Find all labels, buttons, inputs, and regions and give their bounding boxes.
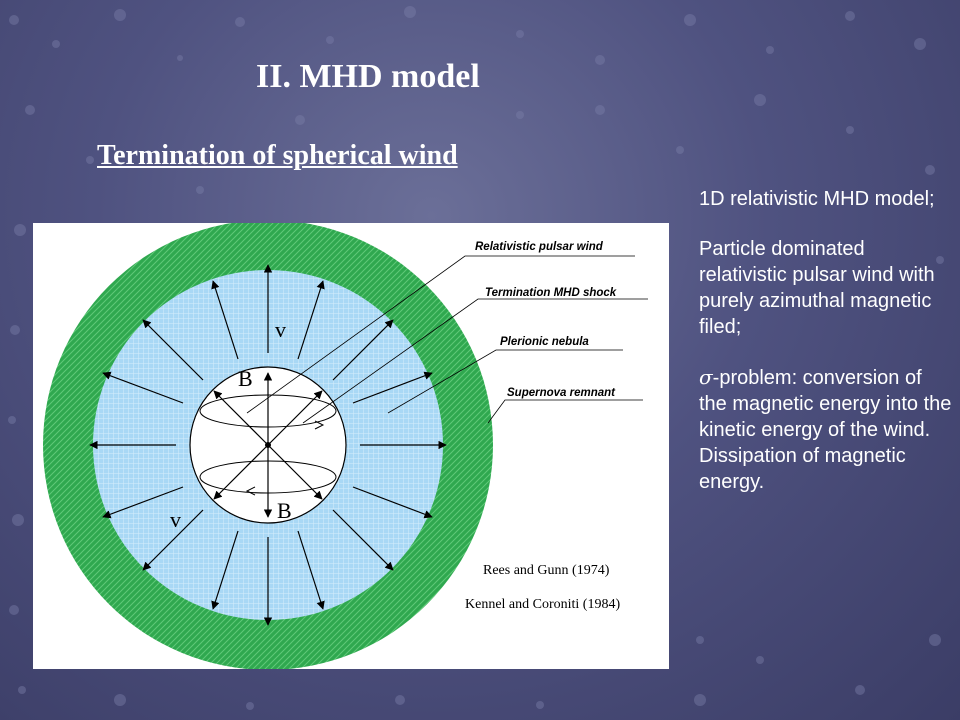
note-sigma-problem: σ-problem: conversion of the magnetic en… [699,364,954,495]
label-plerionic-nebula: Plerionic nebula [500,336,589,348]
sigma-symbol: σ [699,365,713,389]
pulsar-core [265,442,271,448]
label-relativistic-pulsar-wind: Relativistic pulsar wind [475,241,604,253]
inner-wind-arrows [213,372,323,518]
note-model: 1D relativistic MHD model; [699,188,935,210]
note-wind: Particle dominated relativistic pulsar w… [699,238,935,338]
slide-title: II. MHD model [256,58,480,95]
field-loop-arrows [245,420,325,496]
field-label-top: B [238,366,253,391]
outer-flow-arrows [89,264,447,626]
label-leader-lines [246,255,648,424]
reference-rees-gunn: Rees and Gunn (1974) [483,563,610,578]
note-sigma-text: -problem: conversion of the magnetic ene… [699,367,952,493]
field-label-bottom: B [277,498,292,523]
notes-panel: 1D relativistic MHD model; Particle domi… [699,186,954,495]
label-termination-mhd-shock: Termination MHD shock [485,287,617,299]
pulsar-wind-diagram: v v B B Relativistic pulsar wind Termina… [33,223,669,669]
velocity-label-top: v [275,317,286,342]
velocity-label-left: v [170,507,181,532]
reference-kennel-coroniti: Kennel and Coroniti (1984) [465,597,620,612]
label-supernova-remnant: Supernova remnant [507,387,616,399]
slide-subtitle: Termination of spherical wind [97,140,458,171]
